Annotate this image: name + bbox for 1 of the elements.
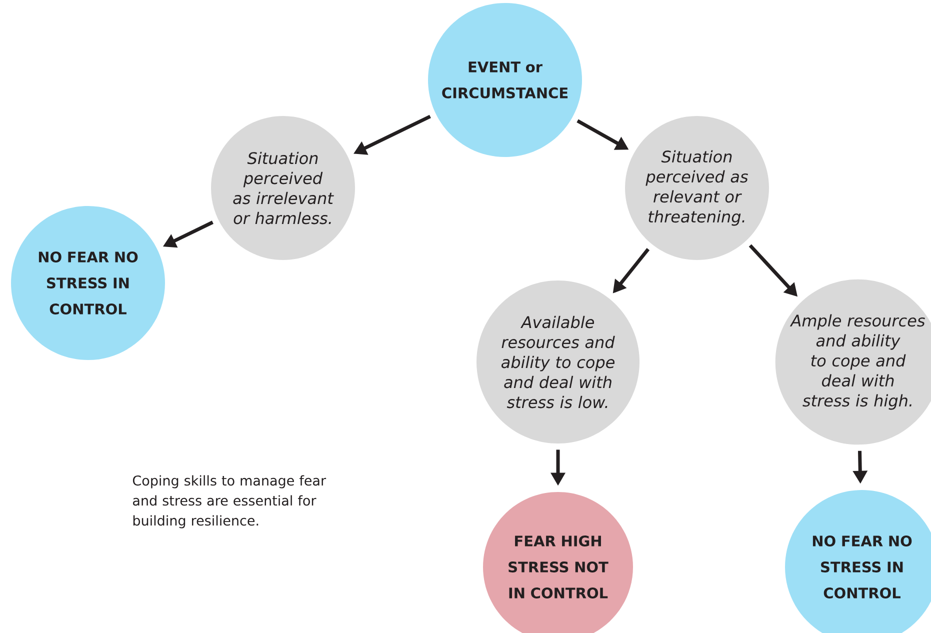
note-text: Coping skills to manage fear and stress are essential for building resilience. [132, 475, 326, 528]
